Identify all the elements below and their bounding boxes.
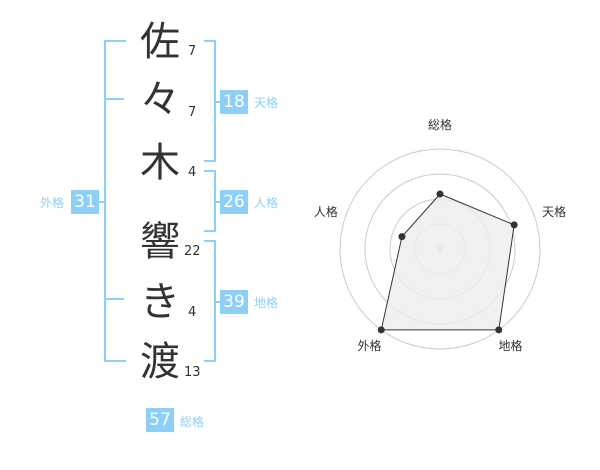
radar-axis-label-2: 天格 [542,204,566,219]
tenkaku-value: 18 [220,90,248,114]
stroke-count-3: 4 [188,165,197,180]
name-char-2: 々 [140,77,180,123]
name-char-6: 渡 [140,339,180,385]
stroke-count-1: 7 [188,44,197,59]
radar-series-polygon [380,193,515,331]
jinkaku-label: 人格 [254,196,279,210]
stroke-count-5: 4 [188,305,197,320]
soukaku-value: 57 [146,408,174,432]
gaikaku-bracket-connector [96,201,106,203]
gaikaku-label: 外格 [40,196,65,210]
radar-point-3 [495,326,503,334]
radar-axis-label-5: 人格 [314,204,338,219]
chikaku-value: 39 [220,290,248,314]
stroke-count-6: 13 [184,365,201,380]
gaikaku-bracket-tick [104,298,124,300]
tenkaku-bracket-connector [214,101,222,103]
soukaku-label: 総格 [180,415,205,429]
radar-point-2 [510,221,518,229]
radar-point-4 [377,326,385,334]
radar-axis-label-4: 外格 [357,338,381,353]
name-char-4: 響 [140,219,180,265]
radar-point-5 [398,233,406,241]
chikaku-label: 地格 [254,296,279,310]
name-char-1: 佐 [140,19,180,65]
radar-grid-ring [339,148,541,350]
chikaku-bracket-connector [214,301,222,303]
radar-axis-label-1: 総格 [428,117,452,132]
name-char-5: き [140,279,180,325]
jinkaku-value: 26 [220,190,248,214]
stroke-count-4: 22 [184,244,201,259]
gaikaku-value: 31 [71,190,99,214]
gaikaku-bracket [104,40,126,362]
tenkaku-label: 天格 [254,96,279,110]
jinkaku-bracket-connector [214,201,222,203]
gaikaku-bracket-tick [104,98,124,100]
radar-point-1 [436,190,444,198]
name-char-3: 木 [140,140,180,186]
stroke-count-2: 7 [188,105,197,120]
radar-axis-label-3: 地格 [499,338,523,353]
